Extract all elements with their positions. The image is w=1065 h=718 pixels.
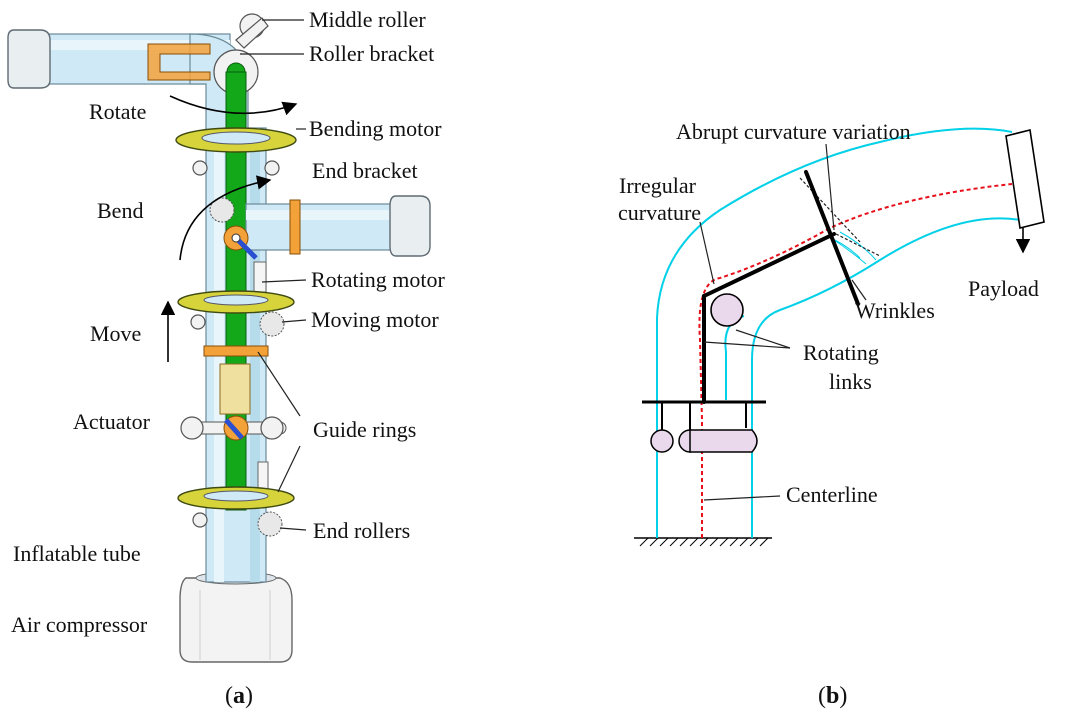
middle-end-cap: [389, 195, 431, 257]
label-centerline: Centerline: [786, 482, 878, 507]
link-joint-roller: [710, 293, 744, 327]
roller-bracket: [147, 43, 211, 81]
moving-motor-gear: [259, 311, 285, 337]
label-end-rollers: End rollers: [313, 518, 410, 543]
rotate-arrow: [169, 95, 298, 116]
label-air-compressor: Air compressor: [11, 612, 148, 637]
tube-outer-edge: [656, 127, 1013, 538]
label-end-bracket: End bracket: [312, 158, 418, 183]
green-track: [225, 119, 247, 511]
air-compressor-body: [179, 577, 293, 663]
label-payload: Payload: [968, 276, 1039, 301]
label-wrinkles: Wrinkles: [855, 298, 935, 323]
label-abrupt-curvature: Abrupt curvature variation: [676, 119, 911, 144]
base-roller-cylinder: [689, 429, 758, 453]
base-roller-left: [650, 429, 674, 453]
label-inflatable-tube: Inflatable tube: [13, 541, 141, 566]
label-actuator: Actuator: [73, 409, 151, 434]
label-moving-motor: Moving motor: [311, 307, 439, 332]
rotating-link-upper: [702, 232, 836, 298]
label-irregular: Irregular: [619, 173, 697, 198]
bend-arrow: [179, 175, 272, 261]
panel-b-labels: Abrupt curvature variation Irregular cur…: [618, 119, 1039, 507]
rotating-motor: [253, 261, 267, 293]
end-bracket: [289, 199, 301, 255]
panel-a-illustration: [7, 13, 431, 663]
label-rotating-motor: Rotating motor: [311, 267, 446, 292]
label-bending-motor: Bending motor: [309, 116, 442, 141]
panel-a-labels: Middle roller Roller bracket Rotate Bend…: [11, 7, 446, 637]
label-guide-rings: Guide rings: [313, 417, 416, 442]
ground-hatch: [639, 537, 769, 547]
label-curvature: curvature: [618, 200, 701, 225]
label-middle-roller: Middle roller: [309, 7, 426, 32]
label-bend: Bend: [97, 198, 143, 223]
tube-inner-bend: [724, 315, 745, 400]
end-roller-gear: [257, 511, 283, 537]
label-links: links: [829, 369, 872, 394]
link-end-bar: [804, 170, 860, 306]
caption-a: (a): [225, 683, 253, 709]
label-roller-bracket: Roller bracket: [309, 41, 434, 66]
label-move: Move: [90, 321, 141, 346]
top-end-cap: [7, 29, 51, 89]
label-rotate: Rotate: [89, 99, 146, 124]
payload: [1005, 129, 1045, 229]
panel-a-leaders: [240, 19, 307, 531]
label-rotating: Rotating: [803, 340, 879, 365]
caption-b: (b): [818, 683, 847, 709]
panel-b-diagram: [634, 127, 1045, 547]
panel-b-leaders: [699, 143, 867, 501]
